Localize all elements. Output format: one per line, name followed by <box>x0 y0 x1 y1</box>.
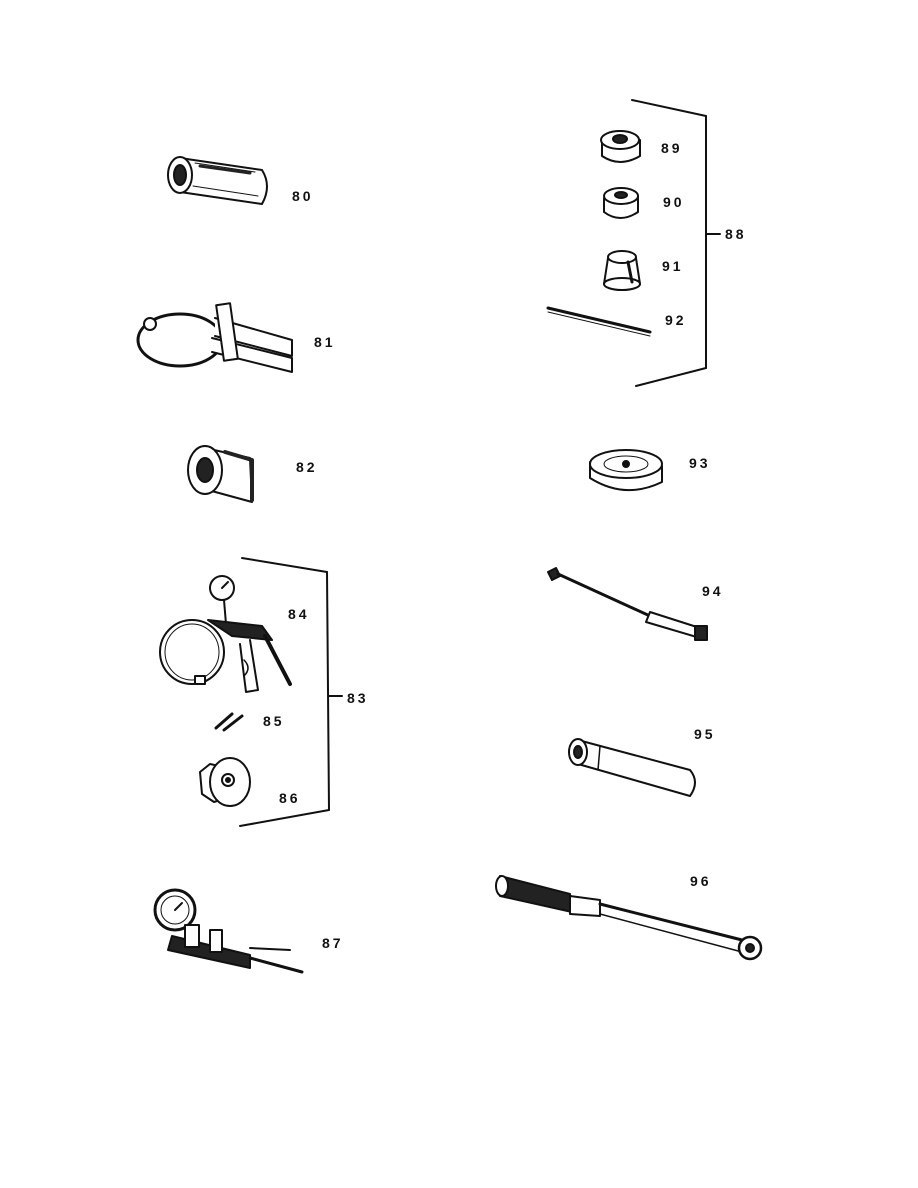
bracket-88 <box>631 99 721 387</box>
tool-93-cap-wrench <box>589 449 663 492</box>
label-88: 88 <box>725 226 747 242</box>
label-89: 89 <box>661 140 683 156</box>
tool-80-socket <box>167 156 268 205</box>
label-84: 84 <box>288 606 310 622</box>
tool-87-gauge-assembly <box>153 888 304 974</box>
label-87: 87 <box>322 935 344 951</box>
tool-90-knob <box>603 187 639 219</box>
tool-92-rod <box>546 306 652 337</box>
tool-86-cap <box>199 757 251 807</box>
label-80: 80 <box>292 188 314 204</box>
tool-82-adapter <box>187 445 254 503</box>
tool-81-clamp-pliers <box>136 302 293 373</box>
label-81: 81 <box>314 334 336 350</box>
tool-94-driver <box>547 567 708 641</box>
label-86: 86 <box>279 790 301 806</box>
label-95: 95 <box>694 726 716 742</box>
label-96: 96 <box>690 873 712 889</box>
label-90: 90 <box>663 194 685 210</box>
label-85: 85 <box>263 713 285 729</box>
tool-85-pins <box>214 712 244 732</box>
tool-89-knob <box>600 130 641 163</box>
label-93: 93 <box>689 455 711 471</box>
label-94: 94 <box>702 583 724 599</box>
tool-96-wrench <box>495 875 763 961</box>
tool-91-cone <box>603 250 641 291</box>
bracket-83 <box>239 557 343 827</box>
label-91: 91 <box>662 258 684 274</box>
label-83: 83 <box>347 690 369 706</box>
tool-84-vacuum-pump <box>159 575 292 693</box>
tool-95-cylinder <box>568 738 696 797</box>
label-92: 92 <box>665 312 687 328</box>
label-82: 82 <box>296 459 318 475</box>
